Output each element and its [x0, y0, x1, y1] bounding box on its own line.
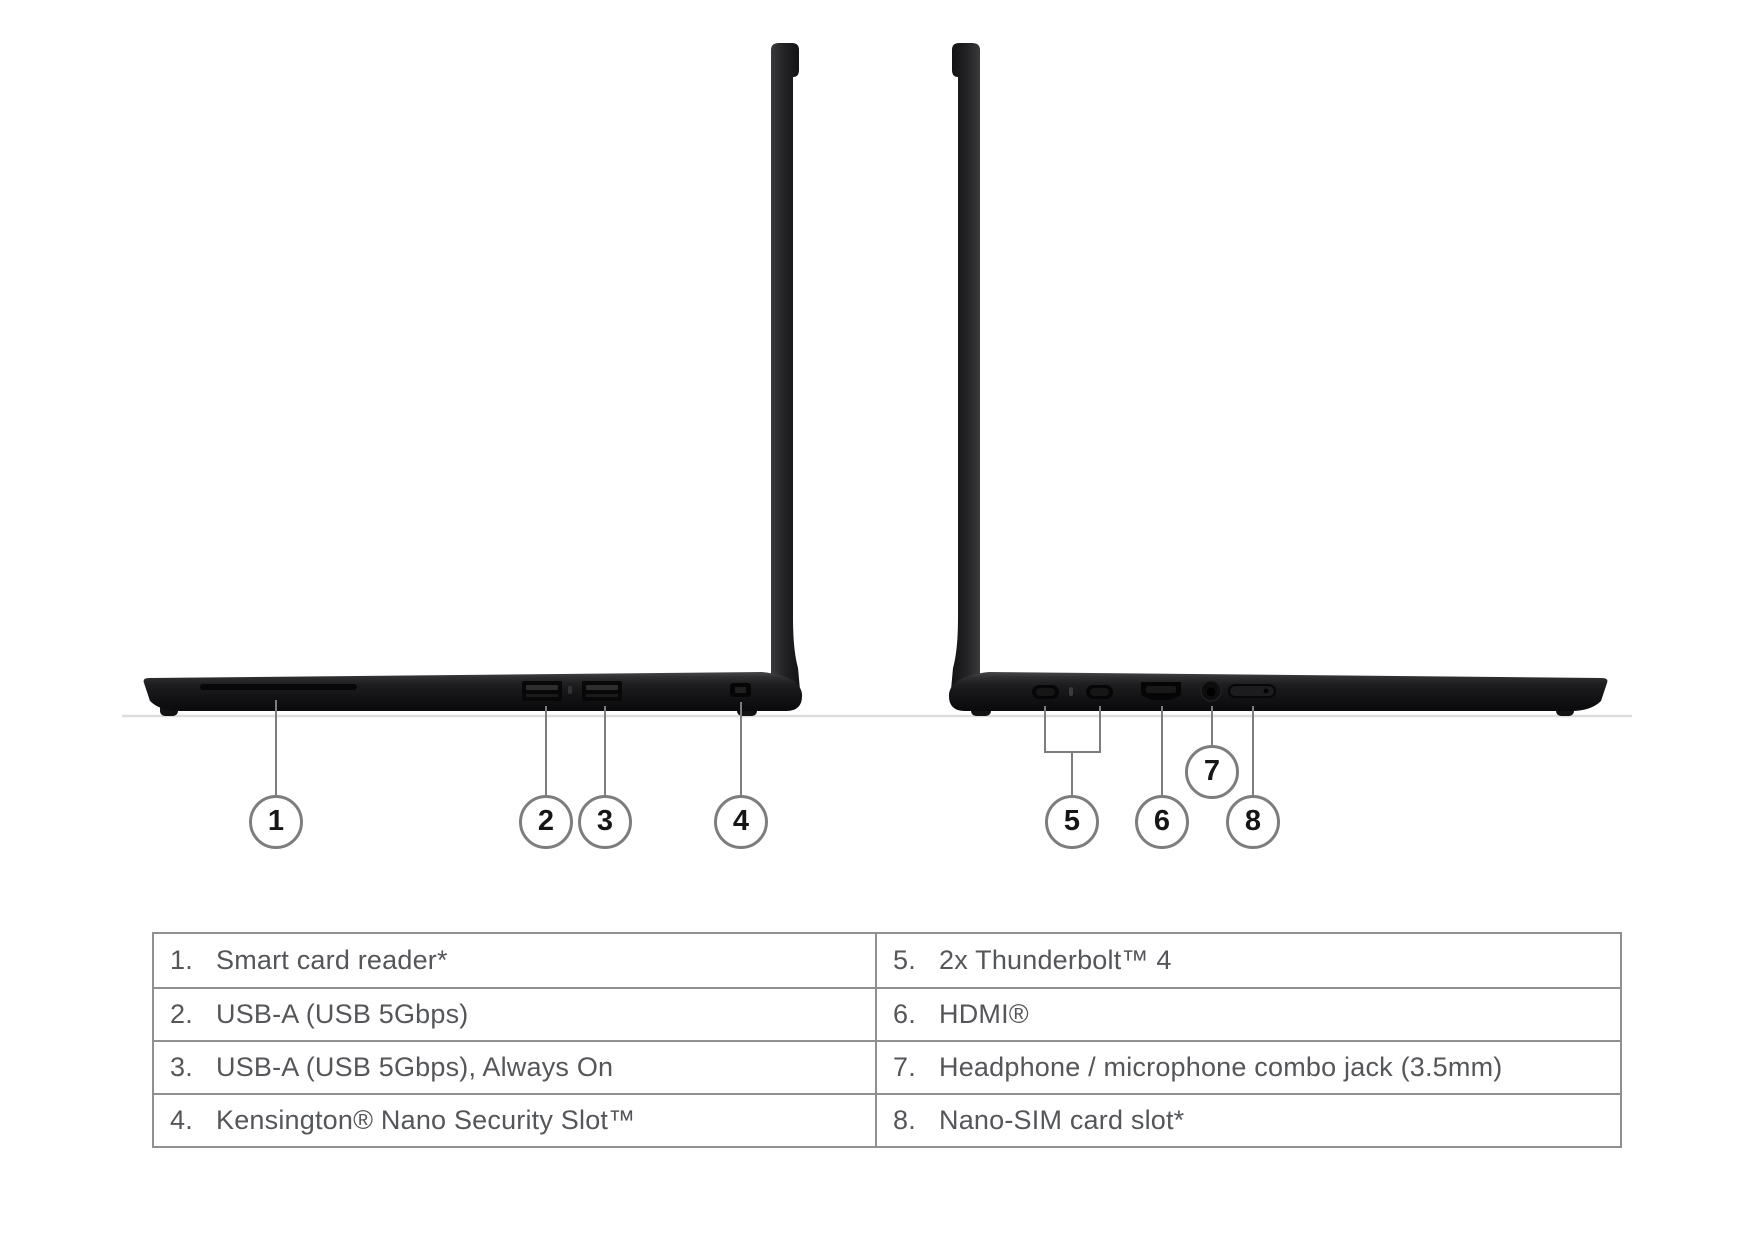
callout-number: 1	[267, 804, 285, 837]
legend-row-8: 8. Nano-SIM card slot*	[877, 1093, 1620, 1146]
thunderbolt-port-1	[1032, 685, 1059, 699]
legend-label: Smart card reader*	[216, 945, 448, 975]
status-led	[1069, 687, 1073, 696]
laptop-base	[143, 672, 803, 711]
legend-label: Kensington® Nano Security Slot™	[216, 1105, 636, 1135]
callout-circle-8: 8	[1226, 795, 1280, 849]
right-side-view-illustration	[948, 43, 1608, 716]
laptop-illustrations	[122, 43, 1632, 798]
callout-circle-5: 5	[1045, 795, 1099, 849]
usb-a-port-2	[582, 681, 622, 701]
thunderbolt-port-2	[1086, 685, 1113, 699]
usb-a-port-1	[522, 681, 562, 701]
legend-number: 5.	[893, 945, 916, 975]
legend-label: 2x Thunderbolt™ 4	[939, 945, 1172, 975]
callout-number: 2	[537, 804, 555, 837]
legend-row-3: 3. USB-A (USB 5Gbps), Always On	[154, 1040, 877, 1093]
callout-number: 5	[1063, 804, 1081, 837]
legend-row-7: 7. Headphone / microphone combo jack (3.…	[877, 1040, 1620, 1093]
legend-number: 7.	[893, 1052, 916, 1082]
callout-number: 6	[1153, 804, 1171, 837]
callout-circle-4: 4	[714, 795, 768, 849]
callout-circle-1: 1	[249, 795, 303, 849]
legend-number: 1.	[170, 945, 193, 975]
laptop-lid	[951, 43, 980, 690]
callout-number: 8	[1244, 804, 1262, 837]
headphone-jack	[1200, 680, 1222, 702]
callout-leader-lines	[275, 700, 1254, 798]
legend-row-2: 2. USB-A (USB 5Gbps)	[154, 987, 877, 1040]
usb-label-mark	[568, 686, 572, 694]
legend-label: USB-A (USB 5Gbps), Always On	[216, 1052, 614, 1082]
legend-row-6: 6. HDMI®	[877, 987, 1620, 1040]
left-side-view-illustration	[143, 43, 803, 716]
legend-number: 2.	[170, 999, 193, 1029]
callout-number: 4	[732, 804, 750, 837]
hdmi-port	[1141, 682, 1181, 700]
callout-number: 7	[1203, 754, 1221, 787]
laptop-lid	[771, 43, 800, 690]
legend-row-5: 5. 2x Thunderbolt™ 4	[877, 934, 1620, 987]
legend-label: Nano-SIM card slot*	[939, 1105, 1185, 1135]
callout-circle-3: 3	[578, 795, 632, 849]
sim-card-slot	[1228, 684, 1276, 698]
kensington-security-slot	[730, 683, 751, 697]
legend-label: USB-A (USB 5Gbps)	[216, 999, 469, 1029]
leader-bracket-5	[1044, 706, 1101, 753]
legend-number: 3.	[170, 1052, 193, 1082]
legend-label: HDMI®	[939, 999, 1029, 1029]
callout-circle-6: 6	[1135, 795, 1189, 849]
callout-circle-7: 7	[1185, 745, 1239, 799]
callout-circle-2: 2	[519, 795, 573, 849]
legend-label: Headphone / microphone combo jack (3.5mm…	[939, 1052, 1503, 1082]
legend-number: 8.	[893, 1105, 916, 1135]
callout-number: 3	[596, 804, 614, 837]
laptop-base	[948, 672, 1608, 711]
port-legend-table: 1. Smart card reader* 5. 2x Thunderbolt™…	[152, 932, 1622, 1148]
legend-number: 4.	[170, 1105, 193, 1135]
legend-row-1: 1. Smart card reader*	[154, 934, 877, 987]
legend-row-4: 4. Kensington® Nano Security Slot™	[154, 1093, 877, 1146]
legend-number: 6.	[893, 999, 916, 1029]
smart-card-reader-slot	[200, 684, 357, 690]
